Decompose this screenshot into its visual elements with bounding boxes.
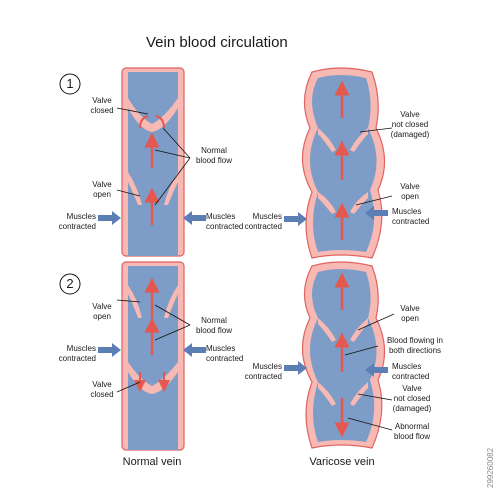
varicose-vein-2	[301, 261, 386, 449]
label-valve-open-var-1: Valve open	[400, 182, 420, 201]
panel-1-circle	[59, 73, 81, 95]
stock-id-watermark: 299260082	[486, 447, 495, 488]
caption-varicose-vein: Varicose vein	[309, 456, 375, 468]
label-flow-both-directions: Blood flowing in both directions	[386, 336, 444, 355]
leader-lines	[116, 107, 395, 431]
normal-vein-1	[121, 67, 185, 257]
muscle-arrows	[98, 206, 388, 377]
label-muscles-left-1: Muscles contracted	[58, 212, 96, 231]
normal-vein-2	[121, 261, 185, 451]
label-muscles-right-1: Muscles contracted	[206, 212, 244, 231]
label-valve-damaged-2: Valve not closed (damaged)	[392, 384, 432, 413]
panel-2-number: 2	[66, 276, 74, 291]
label-normal-flow-1: Normal blood flow	[195, 146, 233, 165]
label-valve-open-2: Valve open	[92, 302, 112, 321]
label-muscles-left-var-2: Muscles contracted	[244, 362, 282, 381]
label-valve-closed-1: Valve closed	[90, 96, 114, 115]
label-abnormal-flow: Abnormal blood flow	[393, 422, 431, 441]
caption-normal-vein: Normal vein	[122, 456, 182, 468]
label-muscles-right-2: Muscles contracted	[206, 344, 244, 363]
label-muscles-right-var-1: Muscles contracted	[392, 207, 430, 226]
label-normal-flow-2: Normal blood flow	[195, 316, 233, 335]
label-valve-closed-2: Valve closed	[90, 380, 114, 399]
label-muscles-right-var-2: Muscles contracted	[392, 362, 430, 381]
panel-1-number: 1	[66, 76, 74, 91]
label-valve-open-1: Valve open	[92, 180, 112, 199]
varicose-vein-1	[301, 67, 386, 259]
label-muscles-left-var-1: Muscles contracted	[244, 212, 282, 231]
panel-2-circle	[59, 273, 81, 295]
label-muscles-left-2: Muscles contracted	[58, 344, 96, 363]
diagram-title: Vein blood circulation	[146, 34, 288, 51]
label-valve-open-var-2: Valve open	[400, 304, 420, 323]
label-valve-damaged-1: Valve not closed (damaged)	[390, 110, 430, 139]
